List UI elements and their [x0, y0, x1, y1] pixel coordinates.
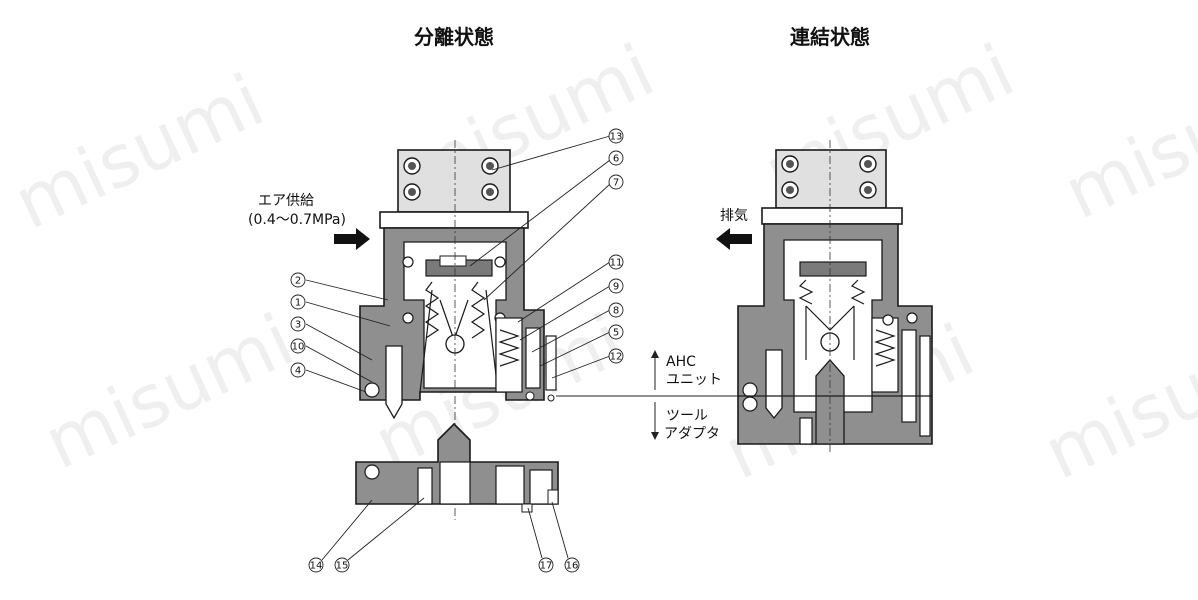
- connected-o-ring-2: [906, 312, 918, 324]
- part-num-8: 8: [613, 306, 619, 317]
- valve-spring: [498, 329, 520, 367]
- connected-o-ring: [882, 314, 894, 326]
- part-num-10: 10: [292, 342, 305, 353]
- adapter-bore: [439, 461, 471, 505]
- o-ring-2: [494, 256, 506, 268]
- unit-flange: [379, 211, 529, 229]
- exhaust-label: 排気: [720, 208, 748, 224]
- watermark-8: misumi: [1032, 308, 1198, 495]
- part-num-6: 6: [613, 154, 619, 165]
- adapter-contact: [529, 469, 553, 505]
- adapter-ball: [364, 464, 380, 480]
- ahc-unit-connected: [737, 140, 933, 455]
- piston-slot: [439, 255, 467, 267]
- exhaust-indicator: 排気: [716, 208, 752, 250]
- connected-valve-spring: [874, 329, 896, 367]
- part-num-5: 5: [613, 328, 619, 339]
- connected-taper: [805, 305, 855, 360]
- pin-tip: [525, 391, 535, 401]
- ahc-label: AHC: [666, 354, 696, 370]
- arrow-left-icon: [716, 228, 752, 250]
- tool-adapter-separated: [355, 422, 559, 513]
- connected-valve: [871, 317, 899, 393]
- air-supply-label: エア供給: [258, 193, 314, 209]
- interface-indicator: AHC ユニット ツール アダプタ: [556, 350, 738, 442]
- part-num-17: 17: [540, 561, 553, 572]
- watermark-4: misumi: [1052, 48, 1198, 235]
- watermark-1: misumi: [2, 58, 276, 245]
- part-num-2: 2: [295, 276, 301, 287]
- spring-right: [470, 281, 486, 339]
- connected-pilot-pin: [919, 335, 931, 437]
- valve-block: [495, 317, 523, 393]
- signal-port: [525, 327, 541, 389]
- o-ring-3: [402, 312, 414, 324]
- adapter-label: アダプタ: [664, 426, 720, 442]
- title-connected: 連結状態: [790, 25, 870, 49]
- part-num-9: 9: [613, 282, 619, 293]
- connected-piston: [799, 261, 867, 277]
- connected-signal-port: [901, 329, 917, 423]
- arrow-up-icon: [651, 350, 659, 358]
- connected-locating-pin: [765, 349, 783, 420]
- connected-ball-bottom: [742, 396, 758, 412]
- adapter-port: [495, 465, 525, 505]
- pin-tip-2: [547, 394, 555, 402]
- part-num-7: 7: [613, 178, 619, 189]
- title-separated: 分離状態: [414, 25, 494, 49]
- connected-ball-top: [742, 382, 758, 398]
- adapter-screw: [417, 467, 433, 505]
- connected-screw: [799, 417, 813, 445]
- connected-springs: [798, 279, 866, 305]
- spring-left: [424, 281, 440, 339]
- connected-cavity: [783, 239, 883, 413]
- part-num-12: 12: [610, 352, 623, 363]
- part-num-15: 15: [336, 561, 349, 572]
- adapter-pin-16: [547, 489, 559, 505]
- pressure-label: (0.4～0.7MPa): [248, 212, 346, 228]
- air-supply-indicator: エア供給 (0.4～0.7MPa): [248, 193, 370, 250]
- watermark-5: misumi: [32, 298, 306, 485]
- connected-flange: [761, 207, 903, 225]
- part-num-3: 3: [295, 320, 301, 331]
- tool-label: ツール: [666, 408, 708, 424]
- part-num-1: 1: [295, 298, 301, 309]
- part-num-11: 11: [610, 258, 623, 269]
- arrow-right-icon: [334, 228, 370, 250]
- part-num-14: 14: [310, 561, 323, 572]
- watermark-layer: misumi misumi misumi misumi misumi misum…: [2, 28, 1198, 495]
- part-num-4: 4: [295, 366, 301, 377]
- part-num-13: 13: [610, 132, 623, 143]
- arrow-down-icon: [651, 432, 659, 440]
- left-callouts: 13 6 7 11 9 8 5 12 2 1 3 10: [290, 128, 624, 573]
- ahc-unit-separated: [359, 140, 557, 520]
- unit-label: ユニット: [666, 372, 722, 388]
- locating-pin: [385, 345, 403, 420]
- seal-ring: [364, 382, 380, 398]
- connected-cap-bolts: [781, 155, 877, 199]
- adapter-pin-17: [521, 503, 533, 513]
- part-num-16: 16: [566, 561, 579, 572]
- cap-bolts-left: [403, 157, 499, 201]
- o-ring-1: [402, 256, 414, 268]
